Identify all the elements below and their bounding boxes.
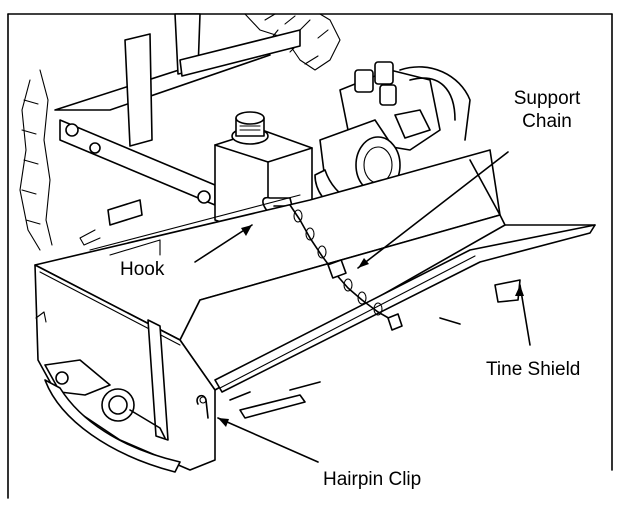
side-plate-details <box>35 311 181 473</box>
leader-arrowheads <box>218 225 524 427</box>
mounting-frame <box>54 13 301 246</box>
figure-frame <box>7 13 613 499</box>
hairpin-clip <box>196 394 209 419</box>
left-tire <box>19 69 53 251</box>
hairpin-clip-label: Hairpin Clip <box>323 469 421 490</box>
tiller-housing <box>34 149 506 471</box>
support-chain-label-line1: Support <box>514 88 581 109</box>
tine-shield-label: Tine Shield <box>486 359 580 380</box>
tine-shield <box>214 224 596 393</box>
support-chain-label-line2: Chain <box>522 111 572 132</box>
support-chain <box>289 204 403 331</box>
hook-label: Hook <box>120 259 165 280</box>
tines <box>229 279 521 419</box>
